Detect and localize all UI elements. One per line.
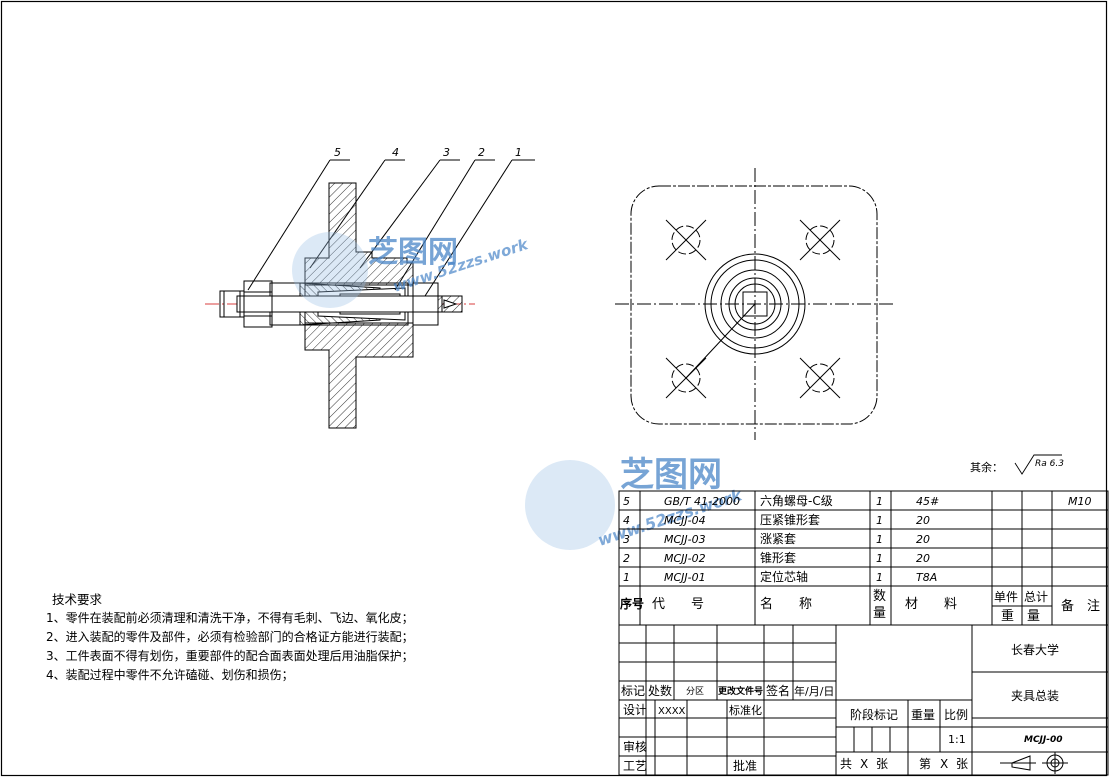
label-zhang-1: 张 — [876, 757, 888, 771]
title-block-text: 标记 处数 分区 更改文件号 签名 年/月/日 设计 XXXX 标准化 阶段标记… — [621, 642, 1063, 773]
bom-code: GB/T 41-2000 — [664, 495, 740, 508]
tech-item: 1、零件在装配前必须清理和清洗干净，不得有毛刺、飞边、氧化皮； — [46, 611, 414, 625]
watermark-globe-2 — [525, 460, 615, 550]
label-pizhun: 批准 — [733, 758, 757, 773]
total-sheets: X — [860, 757, 868, 771]
drawing-name: 夹具总装 — [1011, 689, 1059, 703]
technical-requirements: 技术要求 1、零件在装配前必须清理和清洗干净，不得有毛刺、飞边、氧化皮； 2、进… — [46, 590, 466, 685]
designer-name: XXXX — [658, 706, 686, 717]
bom-name: 涨紧套 — [760, 531, 796, 546]
bom-name: 六角螺母-C级 — [760, 494, 833, 508]
bom-no: 4 — [623, 514, 630, 527]
front-view — [615, 168, 893, 440]
label-zhang-2: 张 — [956, 757, 968, 771]
title-block — [618, 624, 1109, 776]
scale-value: 1:1 — [948, 733, 966, 746]
bom-header-material: 材 料 — [905, 597, 957, 612]
bom-material: 45# — [916, 495, 939, 508]
part-balloons: 5 4 3 2 1 — [334, 146, 522, 159]
bom-material: 20 — [916, 533, 930, 546]
bom-header-unit: 单件 — [994, 590, 1018, 604]
bom-qty: 1 — [876, 552, 883, 565]
watermark-brand-2: 芝图网 — [620, 455, 722, 495]
drawing-number: MCJJ-00 — [1024, 735, 1063, 745]
bom-code: MCJJ-01 — [664, 571, 706, 584]
bom-qty: 1 — [876, 514, 883, 527]
label-biaozhunhua: 标准化 — [729, 703, 762, 717]
bom-rows: 5 GB/T 41-2000 六角螺母-C级 1 45# M10 4 MCJJ-… — [620, 494, 1100, 624]
label-jieduan: 阶段标记 — [850, 707, 898, 722]
bom-no: 1 — [623, 571, 630, 584]
bom-code: MCJJ-03 — [664, 533, 706, 546]
roughness-value: Ra 6.3 — [1035, 459, 1064, 469]
tech-item: 2、进入装配的零件及部件，必须有检验部门的合格证方能进行装配； — [46, 630, 414, 644]
label-gengai: 更改文件号 — [718, 685, 763, 697]
label-biaoji: 标记 — [621, 684, 645, 698]
bom-name: 锥形套 — [760, 551, 796, 565]
watermark-globe — [292, 232, 368, 308]
balloon-3: 3 — [443, 146, 450, 159]
bom-material: 20 — [916, 552, 930, 565]
bom-code: MCJJ-02 — [664, 552, 706, 565]
bom-code: MCJJ-04 — [664, 514, 706, 527]
bom-header-qty-top: 数 — [873, 589, 886, 604]
balloon-2: 2 — [478, 146, 485, 159]
bom-no: 5 — [623, 495, 630, 508]
surface-roughness-note: 其余： Ra 6.3 — [970, 454, 1064, 475]
label-chushu: 处数 — [648, 683, 672, 698]
tech-item: 4、装配过程中零件不允许磕碰、划伤和损伤； — [46, 668, 294, 682]
bom-row: 5 GB/T 41-2000 六角螺母-C级 1 45# M10 — [623, 494, 1092, 508]
bom-name: 压紧锥形套 — [760, 513, 820, 527]
label-shenhe: 审核 — [623, 739, 647, 754]
bom-header-name: 名 称 — [760, 596, 812, 612]
label-date: 年/月/日 — [794, 684, 834, 698]
section-view — [205, 159, 535, 429]
label-qianming: 签名 — [766, 683, 790, 698]
bom-header-note: 备 注 — [1061, 598, 1100, 614]
label-gong: 共 — [840, 757, 852, 771]
balloon-1: 1 — [515, 146, 522, 159]
bom-name: 定位芯轴 — [760, 569, 808, 584]
sheet-number: X — [940, 757, 948, 771]
bom-row: 3 MCJJ-03 涨紧套 1 20 — [623, 531, 930, 546]
bom-row: 1 MCJJ-01 定位芯轴 1 T8A — [623, 569, 937, 584]
bom-header-no: 序号 — [620, 596, 644, 611]
bom-material: 20 — [916, 514, 930, 527]
bom-table — [618, 490, 1109, 626]
bom-header-total: 总计 — [1024, 590, 1048, 604]
roughness-label: 其余： — [970, 460, 1003, 474]
label-di: 第 — [919, 757, 931, 771]
balloon-4: 4 — [392, 146, 399, 159]
watermark-brand: 芝图网 — [368, 235, 458, 270]
label-sheji: 设计 — [623, 703, 647, 717]
balloon-5: 5 — [334, 146, 341, 159]
label-zhongliang: 重量 — [911, 708, 935, 722]
bom-header-weight: 重 量 — [1001, 608, 1040, 624]
bom-no: 2 — [623, 552, 630, 565]
tech-item: 3、工件表面不得有划伤，重要部件的配合面表面处理后用油脂保护； — [46, 649, 414, 663]
bom-material: T8A — [916, 571, 937, 584]
label-bili: 比例 — [944, 708, 968, 722]
bom-row: 2 MCJJ-02 锥形套 1 20 — [623, 551, 930, 565]
bom-row: 4 MCJJ-04 压紧锥形套 1 20 — [623, 513, 930, 527]
tech-title: 技术要求 — [52, 592, 103, 607]
bom-qty: 1 — [876, 571, 883, 584]
bom-qty: 1 — [876, 495, 883, 508]
bom-header: 序号 代 号 名 称 数 量 材 料 单件 总计 重 量 备 注 — [620, 589, 1100, 624]
bom-note: M10 — [1068, 495, 1092, 508]
bom-header-code: 代 号 — [652, 597, 704, 612]
bom-qty: 1 — [876, 533, 883, 546]
label-gongyi: 工艺 — [623, 759, 647, 773]
projection-symbol — [1000, 752, 1068, 774]
bom-header-qty-bot: 量 — [873, 606, 886, 621]
bom-no: 3 — [623, 533, 630, 546]
school-name: 长春大学 — [1011, 642, 1059, 657]
label-fenqu: 分区 — [686, 686, 704, 697]
